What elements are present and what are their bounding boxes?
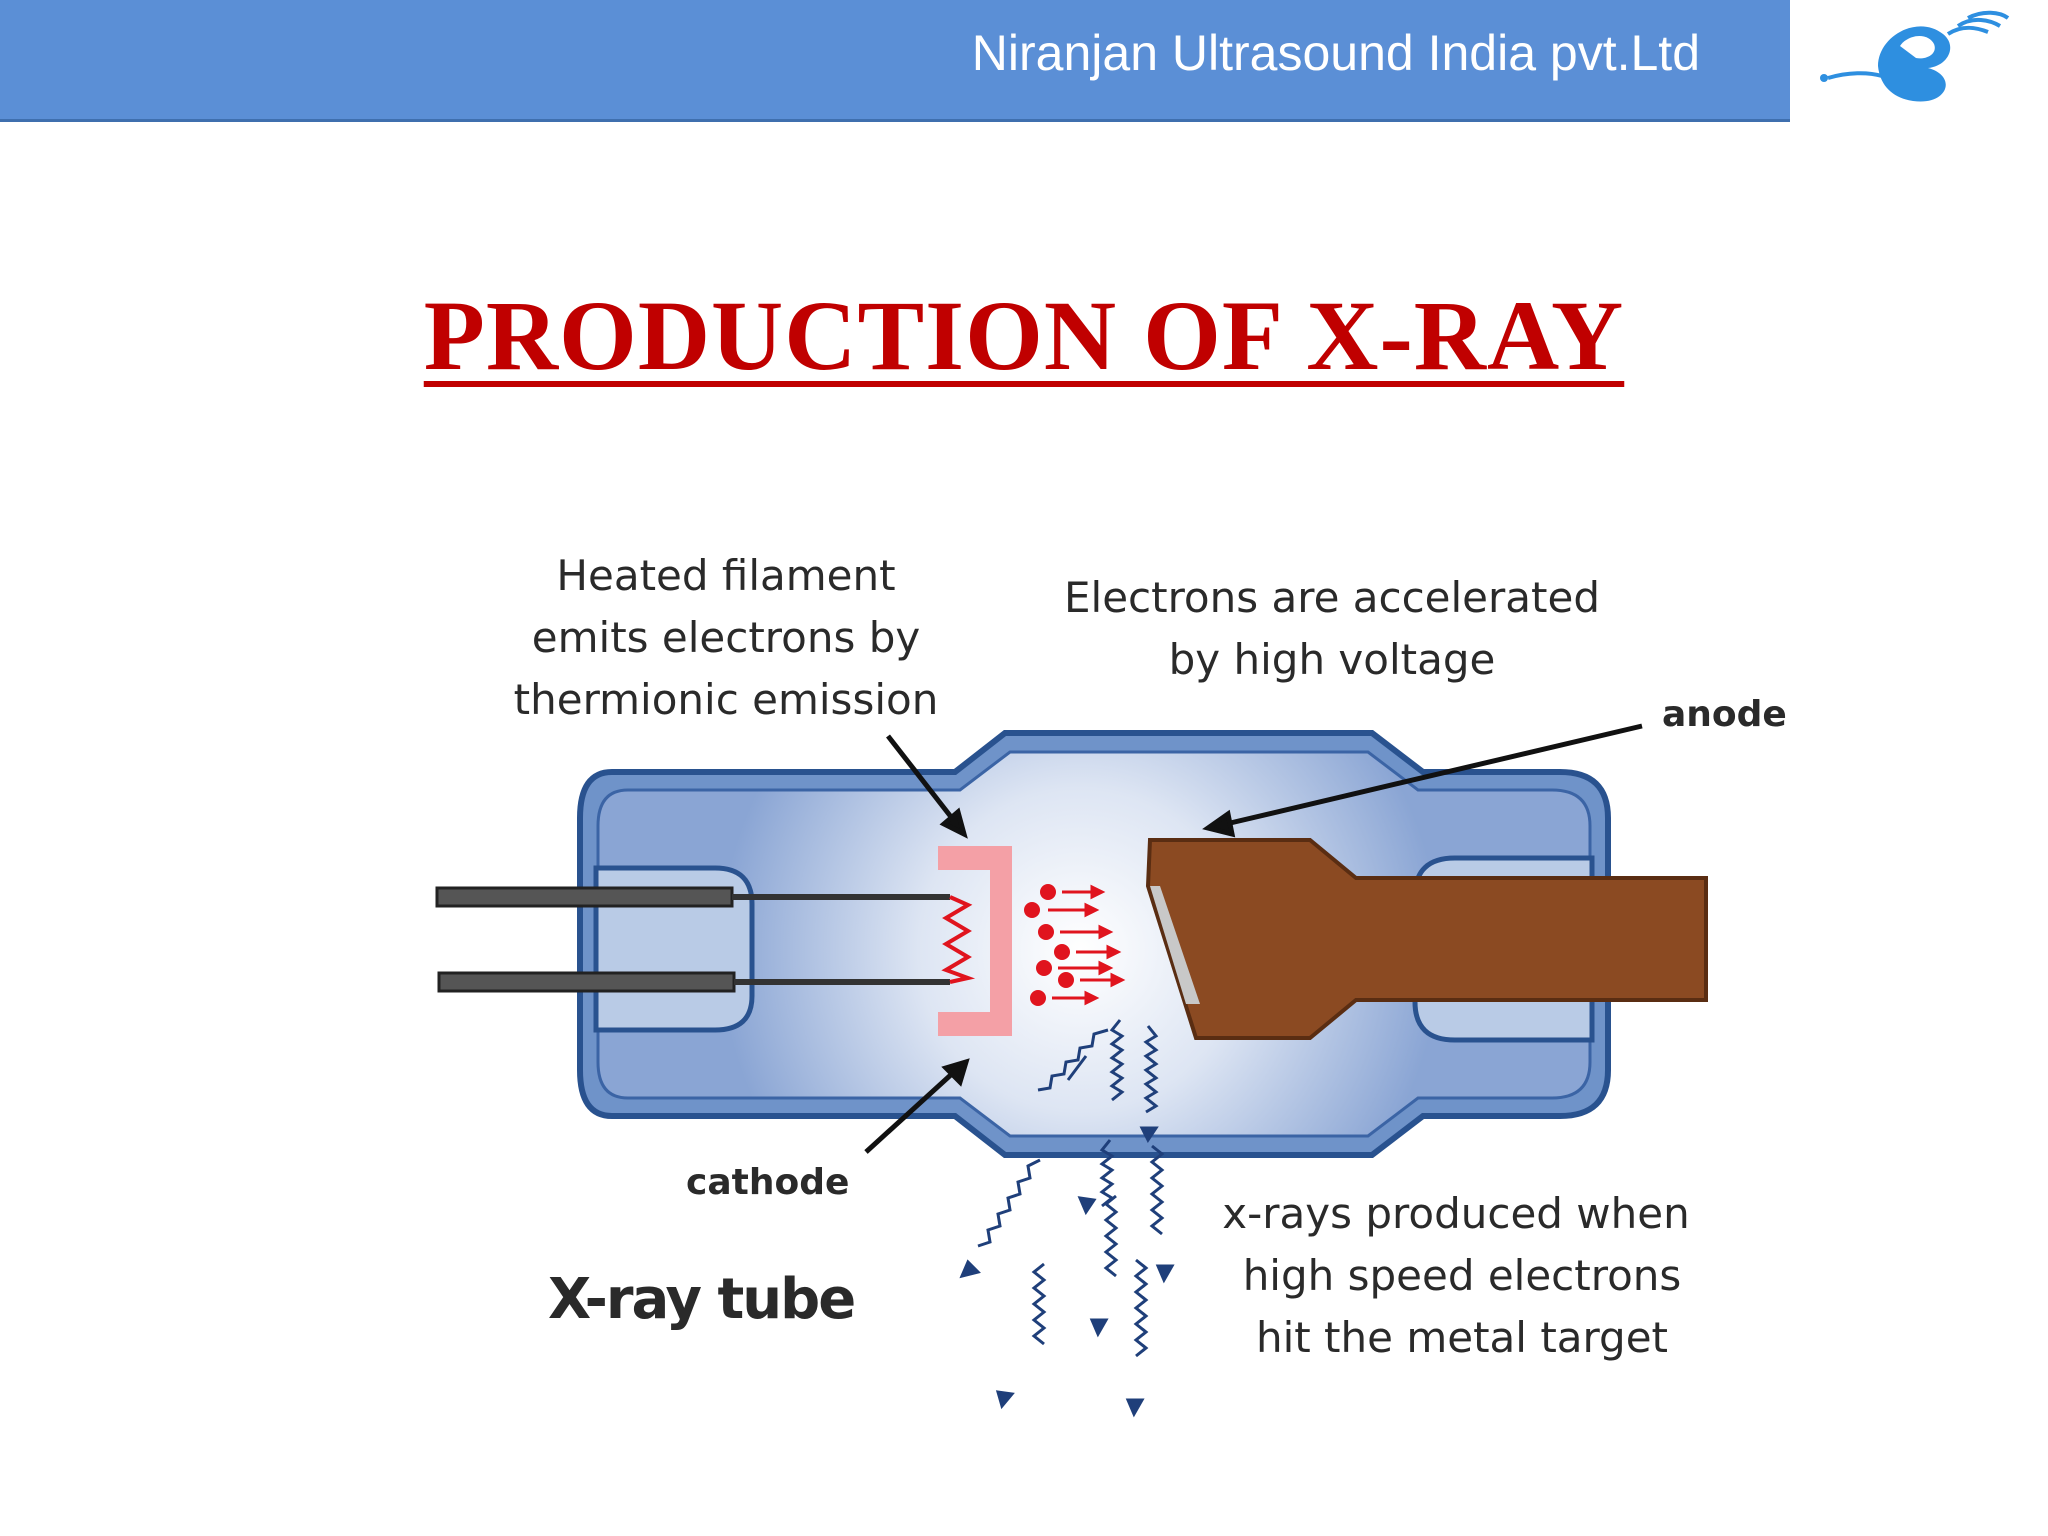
filament-label-line-3: thermionic emission [514,675,939,724]
acceleration-label-line-1: Electrons are accelerated [1064,573,1600,622]
filament-label-line-1: Heated filament [556,551,895,600]
cathode-leads [435,886,950,993]
header-bar: Niranjan Ultrasound India pvt.Ltd [0,0,1790,122]
xray-label-line-2: high speed electrons [1243,1251,1682,1300]
tube-label: X-ray tube [548,1267,854,1332]
anode [1145,838,1708,1040]
company-logo [1790,0,2048,122]
xray-label-line-3: hit the metal target [1256,1313,1668,1362]
acceleration-label-line-2: by high voltage [1169,635,1496,684]
anode-label: anode [1662,694,1787,735]
filament-label: Heated filament emits electrons by therm… [514,551,939,724]
company-name: Niranjan Ultrasound India pvt.Ltd [971,25,1700,81]
filament-label-line-2: emits electrons by [532,613,920,662]
acceleration-label: Electrons are accelerated by high voltag… [1064,573,1600,684]
electron-stream [1024,884,1126,1006]
slide-title: PRODUCTION OF X-RAY [423,280,1625,391]
pointer-arrows [864,723,1643,1154]
xray-label: x-rays produced when high speed electron… [1222,1189,1689,1362]
xray-label-line-1: x-rays produced when [1222,1189,1689,1238]
cathode-cup [938,846,1012,1036]
xray-emissions [959,1019,1175,1418]
cathode-label: cathode [686,1162,849,1203]
